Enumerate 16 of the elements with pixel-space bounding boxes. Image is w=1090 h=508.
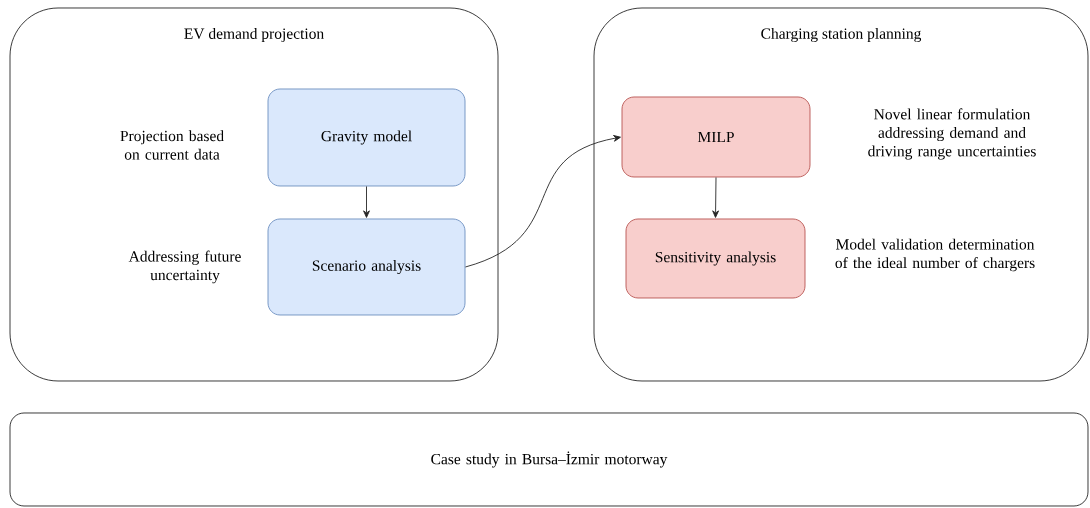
- process-box: Sensitivity analysis: [625, 218, 806, 299]
- arrow: [465, 135, 621, 268]
- arrow: [712, 177, 719, 218]
- process-box: MILP: [621, 96, 811, 178]
- process-box: Scenario analysis: [267, 218, 466, 316]
- group-box: [9, 7, 499, 382]
- annotation-text: Addressing future uncertainty: [128, 250, 241, 284]
- banner-box: Case study in Bursa–İzmir motorway: [9, 412, 1089, 507]
- process-box: Gravity model: [267, 88, 466, 187]
- group-box: [593, 7, 1089, 382]
- annotation-text: Model validation determination of the ideal number of chargers: [835, 238, 1035, 272]
- group-title: Charging station planning: [761, 27, 922, 43]
- annotation-text: Novel linear formulation addressing demand and driving range uncertainties: [868, 108, 1036, 160]
- annotation-text: Projection based on current data: [120, 130, 224, 160]
- group-title: EV demand projection: [184, 27, 324, 42]
- arrow: [363, 186, 370, 218]
